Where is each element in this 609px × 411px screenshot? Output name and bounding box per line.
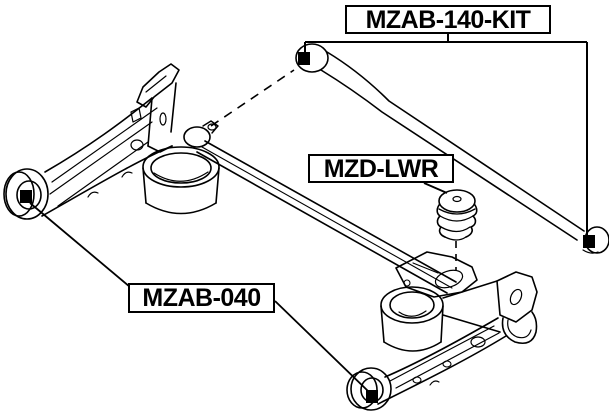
part-label-mzd-lwr: MZD-LWR (308, 154, 454, 183)
rod-bushing-left-eye (295, 43, 329, 73)
marker-left-arm-bushing (20, 190, 32, 203)
marker-rod-bushing-right (583, 235, 595, 248)
marker-right-arm-bushing (366, 390, 378, 403)
kit-callout-bracket (304, 34, 588, 236)
left-spring-seat-bore (150, 152, 212, 184)
left-arm-bushing-outer (5, 168, 49, 220)
dashed-pointer-lines (210, 69, 457, 271)
left-spring-seat-rim (142, 146, 220, 188)
right-arm-bushing-outer (350, 367, 392, 411)
right-spring-seat-bore (389, 291, 435, 319)
left-trailing-arm (3, 63, 220, 220)
leader-040-left (29, 202, 131, 288)
right-trailing-arm (346, 251, 538, 411)
part-markers (20, 52, 595, 403)
bump-stop (436, 189, 478, 241)
lateral-rod (295, 43, 609, 254)
left-arm-bushing-wall (3, 171, 35, 217)
leader-lwr (423, 182, 448, 194)
dashed-line-rod-bushing (210, 69, 295, 127)
part-label-mzab-040: MZAB-040 (128, 283, 275, 313)
right-spring-seat-rim (380, 286, 444, 324)
marker-rod-bushing-left (298, 52, 310, 65)
left-arm-bushing-inner (16, 180, 42, 210)
part-label-mzab-140-kit: MZAB-140-KIT (345, 5, 551, 34)
